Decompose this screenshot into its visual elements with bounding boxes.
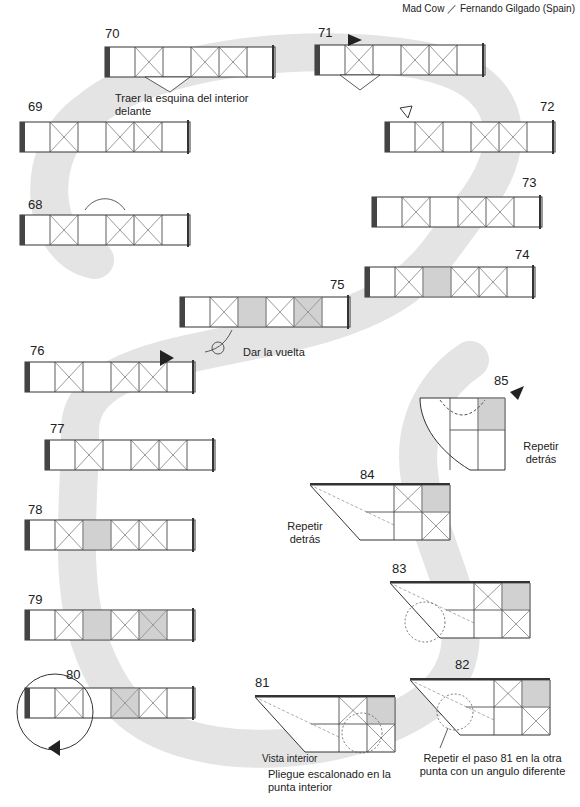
instruction-note: Pliegue escalonado en la punta interior [268, 768, 418, 793]
step-number: 74 [515, 248, 529, 263]
page-header: Mad Cow ／ Fernando Gilgado (Spain) [402, 3, 575, 15]
instruction-note: Repetir el paso 81 en la otra punta con … [410, 752, 575, 777]
step-number: 70 [105, 27, 119, 42]
step-number: 78 [28, 503, 42, 518]
step-number: 81 [255, 676, 269, 691]
step-number: 75 [330, 278, 344, 293]
watermark: Vista interior [262, 753, 317, 765]
step-number: 82 [455, 658, 469, 673]
step-number: 83 [392, 562, 406, 577]
instruction-note: Repetir detrás [511, 440, 571, 465]
step-number: 68 [28, 198, 42, 213]
step-number: 71 [318, 26, 332, 41]
step-number: 84 [360, 468, 374, 483]
instruction-note: Dar la vuelta [243, 346, 305, 359]
step-number: 69 [28, 100, 42, 115]
step-number: 79 [28, 593, 42, 608]
step-number: 77 [50, 422, 64, 437]
instruction-note: Traer la esquina del interior delante [115, 92, 265, 117]
step-number: 72 [540, 100, 554, 115]
instruction-note: Repetir detrás [276, 520, 334, 545]
step-number: 85 [494, 374, 508, 389]
step-number: 73 [522, 176, 536, 191]
step-number: 76 [30, 344, 44, 359]
step-number: 80 [66, 668, 80, 683]
